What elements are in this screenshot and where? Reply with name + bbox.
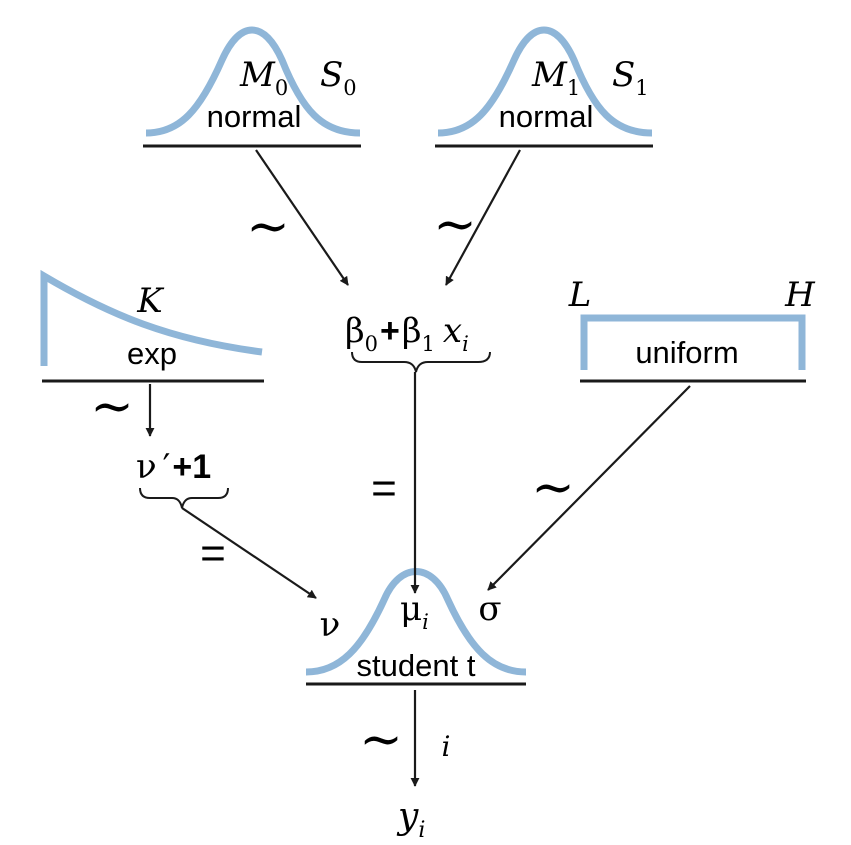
normal-1-curve [437,26,653,137]
nu-expression-brace [139,487,229,509]
normal-0-curve [145,26,361,137]
student-t-param-mu: μi [400,589,429,634]
normal-0-param-s: S0 [320,55,357,100]
tilde-normal0: ~ [246,197,290,257]
uniform-param-l: L [568,275,592,315]
student-t-label: student t [357,648,476,683]
relation-symbols: ~ ~ ~ = ~ = ~ i [90,195,575,770]
uniform-curve [580,314,806,370]
student-t-param-nu: ν [320,605,341,645]
arrow-normal1-to-beta1 [445,149,521,286]
tilde-student: ~ [359,710,403,770]
normal-distribution-0: normal M0 S0 [143,26,361,148]
arrow-normal0-to-beta0 [255,149,349,286]
normal-0-param-m: M0 [239,55,288,100]
tilde-exp: ~ [90,377,134,437]
arrow-uniform-to-sigma [487,385,691,591]
nu-expression-text: ν′+1 [136,447,211,487]
student-t-param-sigma: σ [478,589,501,629]
exp-curve [40,269,263,366]
tilde-normal1: ~ [433,195,477,255]
index-i: i [442,730,451,763]
uniform-distribution: uniform L H [568,275,816,383]
normal-1-label: normal [499,99,594,134]
uniform-param-h: H [784,275,816,315]
exp-param-k: K [136,281,165,321]
tilde-uniform: ~ [531,458,575,518]
uniform-label: uniform [635,335,738,370]
observed-y: yi [396,796,425,843]
normal-0-label: normal [207,99,302,134]
arrows [145,149,691,787]
normal-1-param-m: M1 [531,55,580,100]
exp-distribution: exp K [40,269,264,383]
equals-linear: = [371,464,397,513]
nu-expression: ν′+1 [136,447,229,509]
normal-distribution-1: normal M1 S1 [435,26,653,148]
arrow-nu-to-student-nu [181,507,317,599]
exp-label: exp [127,336,177,371]
equals-nu: = [200,529,226,578]
normal-1-param-s: S1 [612,55,649,100]
